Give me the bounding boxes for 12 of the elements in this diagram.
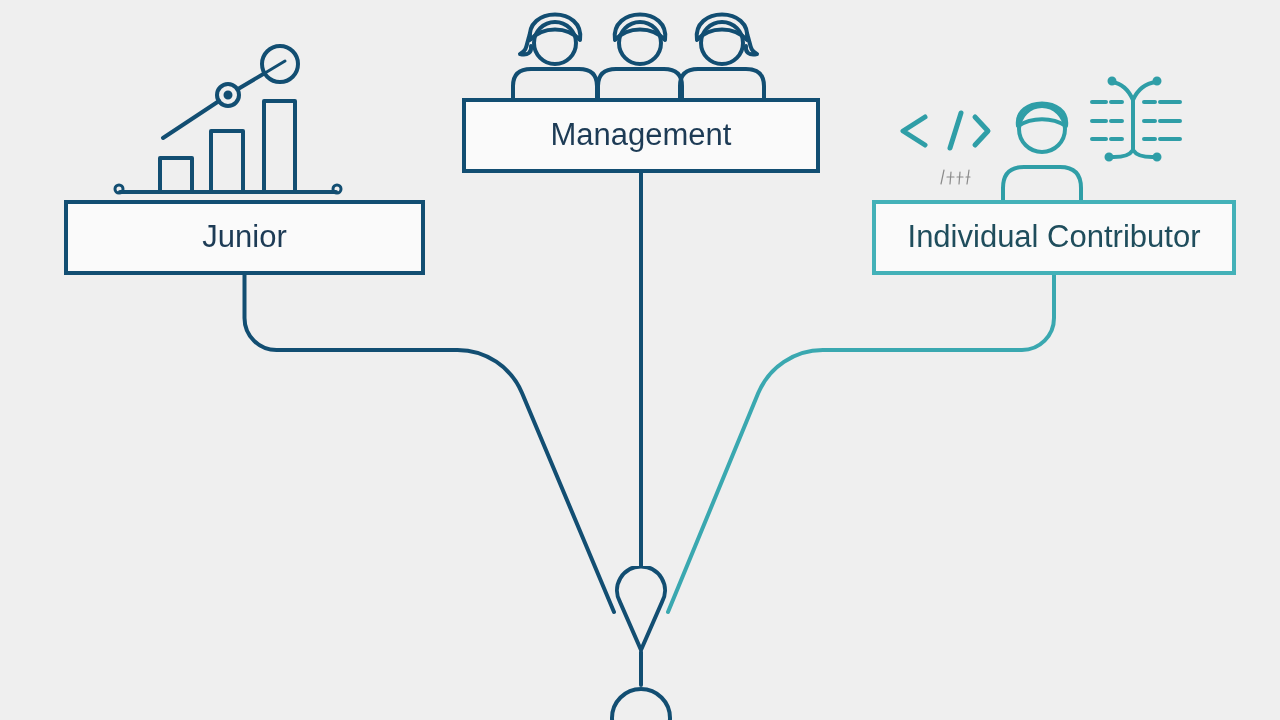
connector-line bbox=[639, 171, 643, 568]
ring-shape bbox=[609, 685, 673, 720]
role-box bbox=[462, 98, 820, 173]
role-label: Management bbox=[550, 118, 732, 153]
teardrop-loop bbox=[615, 566, 667, 652]
role-label: Individual Contributor bbox=[907, 220, 1201, 255]
role-box bbox=[872, 200, 1236, 275]
role-box bbox=[64, 200, 425, 275]
connector-line bbox=[666, 273, 1056, 614]
role-label: Junior bbox=[202, 220, 287, 255]
connector-line bbox=[242, 273, 616, 614]
connector-line bbox=[639, 650, 643, 687]
